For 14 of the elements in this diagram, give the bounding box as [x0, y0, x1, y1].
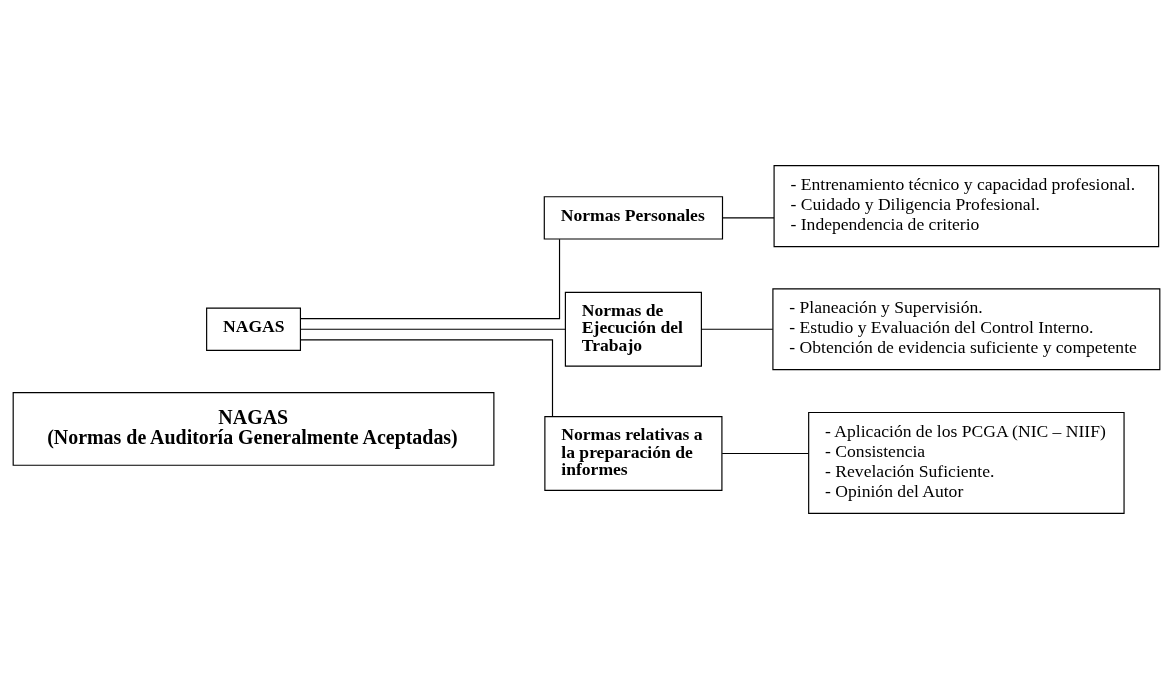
node-box: Normas Personales — [543, 196, 724, 240]
connector — [701, 328, 774, 330]
connector — [721, 452, 809, 455]
connector — [300, 238, 561, 320]
connector — [300, 339, 554, 417]
connector — [722, 217, 775, 219]
node-box: Normas de Ejecución del Trabajo — [564, 291, 702, 367]
node-box: - Entrenamiento técnico y capacidad profesional. - Cuidado y Diligencia Profesional. - Independencia de criterio — [773, 165, 1160, 248]
node-box: Normas relativas a la preparación de informes — [544, 416, 723, 492]
node-box: - Planeación y Supervisión. - Estudio y Evaluación del Control Interno. - Obtención de evidencia suficiente y competente — [772, 288, 1161, 371]
node-box: NAGAS — [206, 307, 301, 351]
node-box: - Aplicación de los PCGA (NIC – NIIF) - Consistencia - Revelación Suficiente. - Opinión del Autor — [808, 411, 1125, 514]
connector — [299, 328, 566, 330]
node-box: NAGAS (Normas de Auditoría Generalmente Aceptadas) — [12, 391, 495, 466]
